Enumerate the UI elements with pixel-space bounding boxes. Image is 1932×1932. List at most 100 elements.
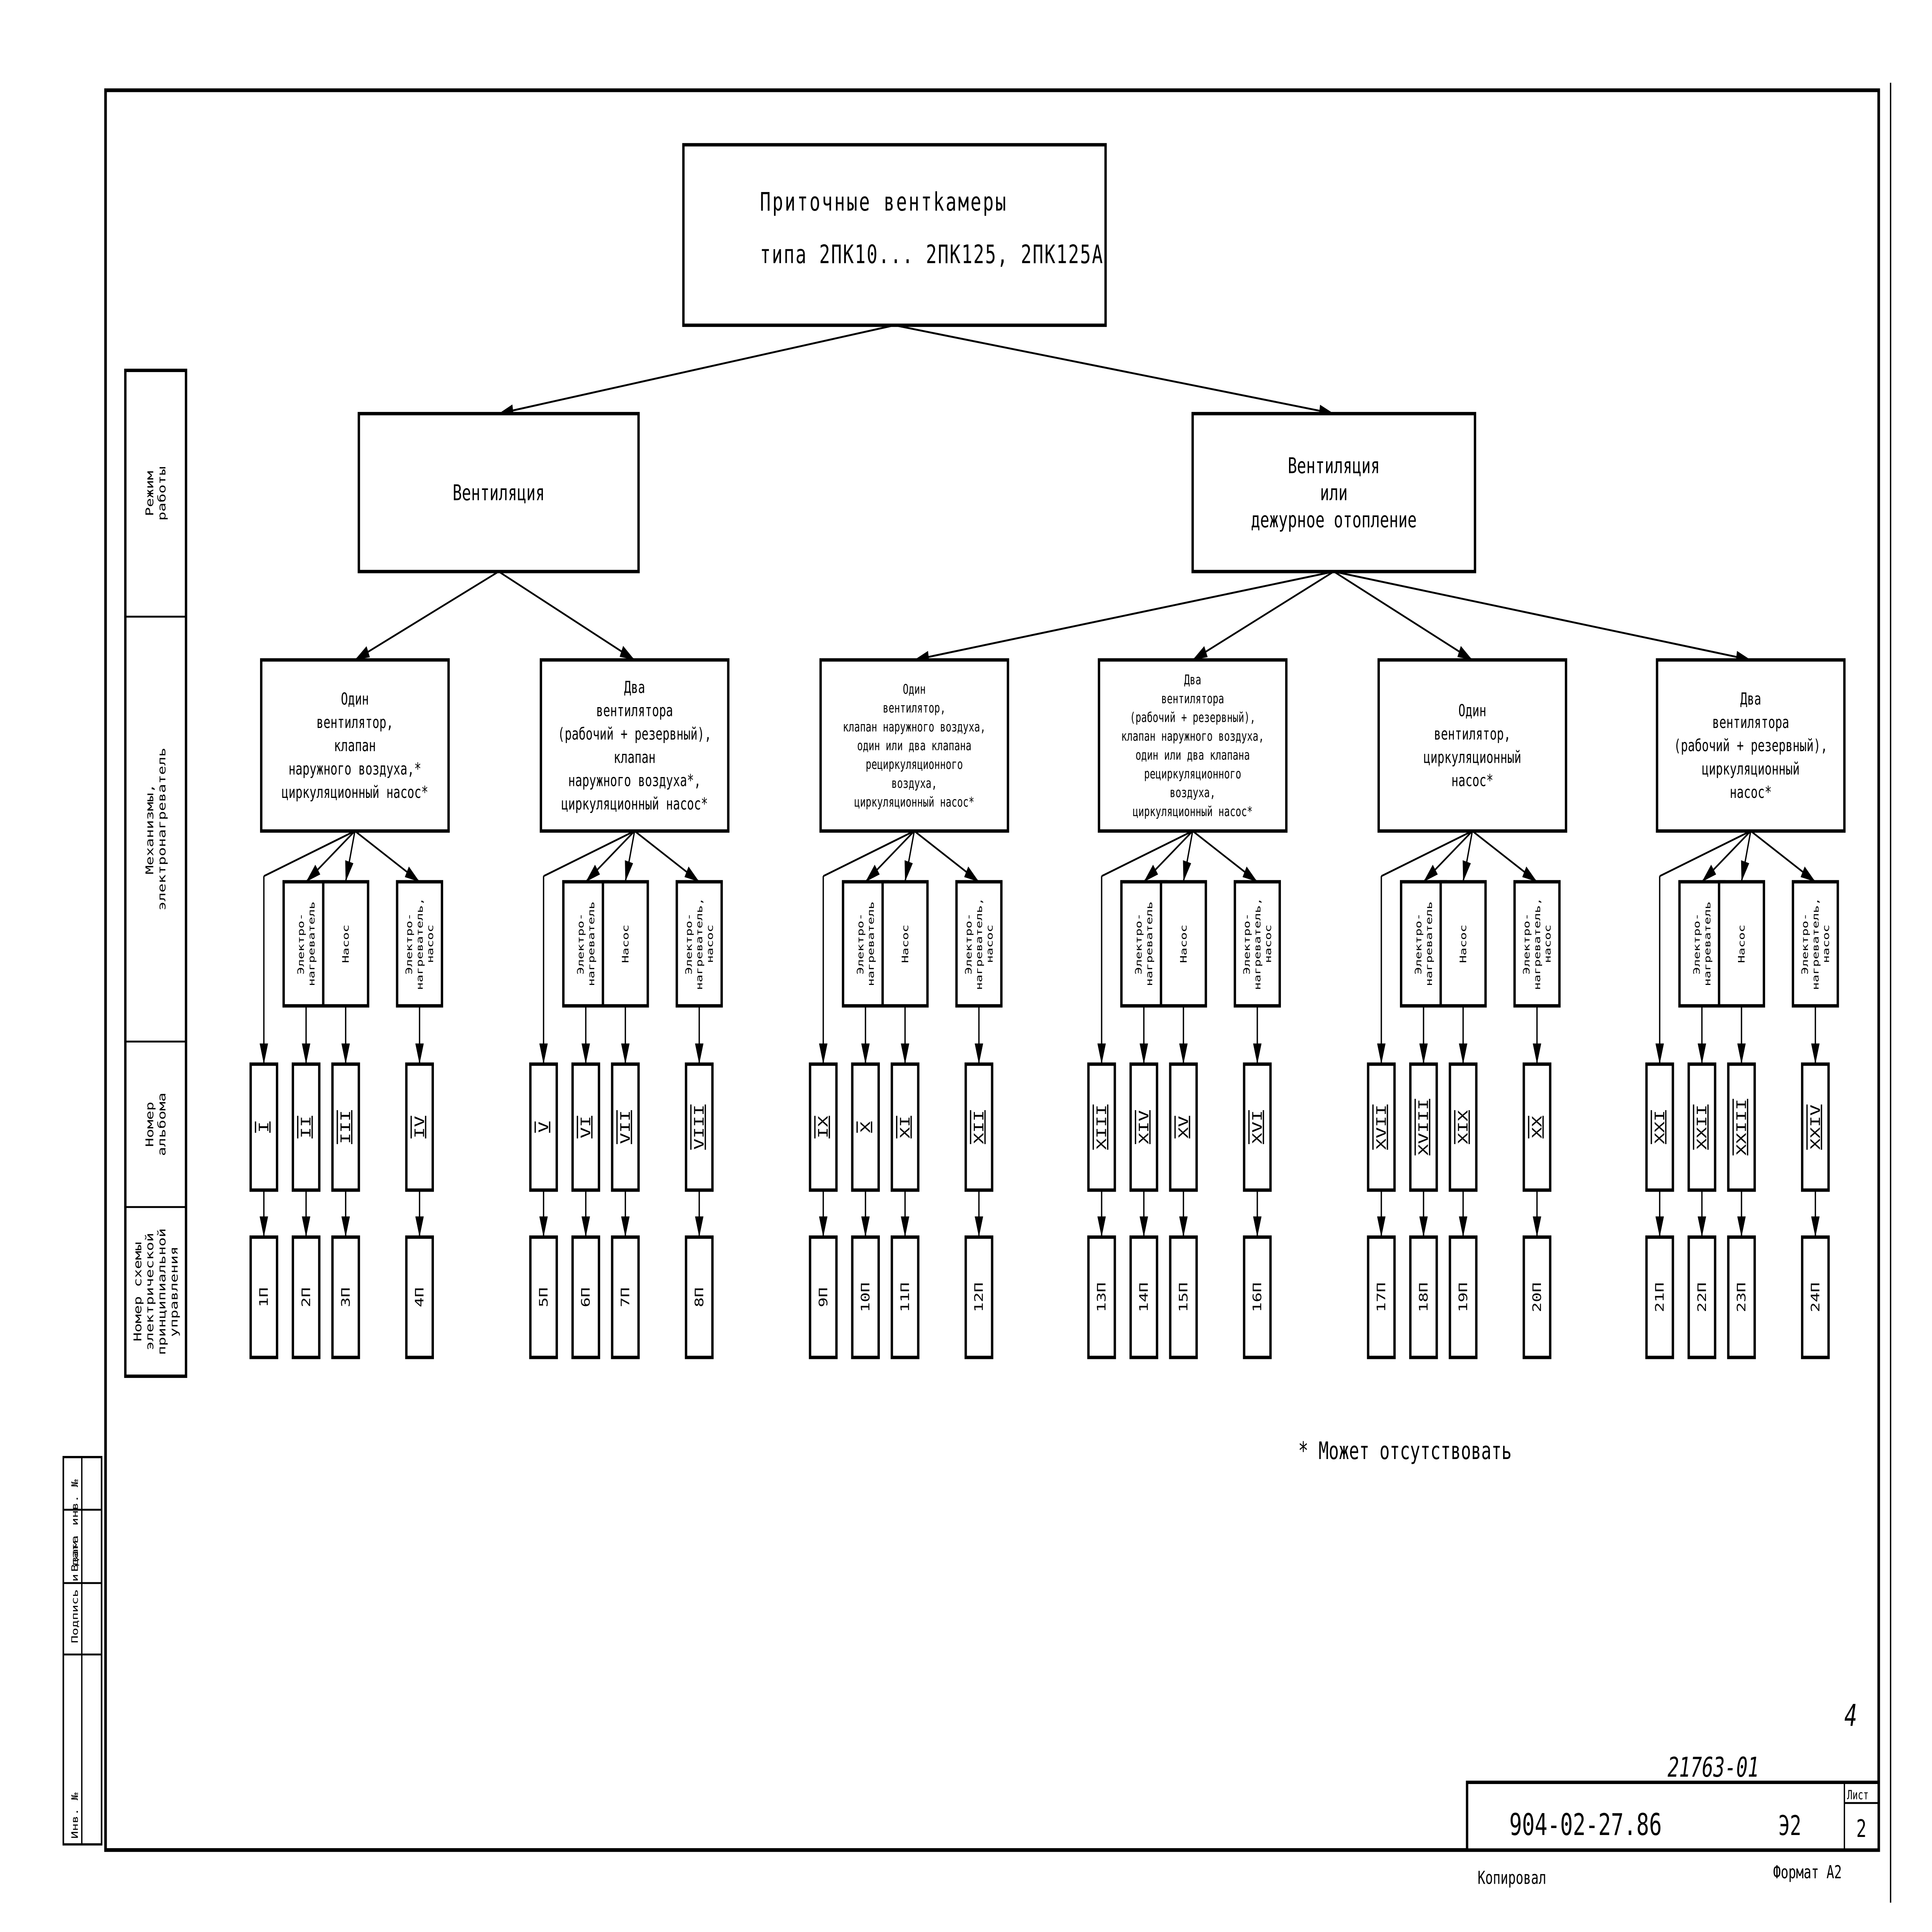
mechanism-box	[602, 880, 649, 1008]
album-number: VI	[578, 1116, 594, 1139]
arrow-configuration-to-mechanism-head	[405, 866, 420, 882]
scheme-box	[611, 1235, 640, 1359]
album-number: XIX	[1455, 1110, 1471, 1144]
scheme-number: 16П	[1251, 1282, 1264, 1312]
configuration-label: воздуха,	[1170, 785, 1215, 801]
mechanism-label: Насос	[1458, 925, 1469, 963]
side-stamp: Инв. № Подпись и дата Взам. инв. №	[62, 1456, 102, 1846]
configuration-label: вентилятор,	[316, 713, 393, 732]
configuration-label: циркуляционный	[1423, 748, 1521, 767]
row-label-frame	[124, 369, 187, 1378]
scheme-number: 14П	[1137, 1282, 1151, 1312]
arrow-mode-to-configuration-head	[1192, 646, 1208, 660]
configuration-label: рециркуляционного	[866, 757, 963, 773]
row-label-scheme: принципиальной	[156, 1228, 168, 1355]
configuration-label: циркуляционный насос*	[282, 783, 429, 802]
configuration-label: циркуляционный насос*	[1133, 804, 1253, 820]
mode-label: Вентиляция	[1288, 454, 1380, 479]
mechanism-box	[881, 880, 929, 1008]
configuration-box	[819, 658, 1009, 833]
scheme-number: 6П	[579, 1287, 593, 1308]
arrow-configuration-to-album-head	[539, 1043, 548, 1064]
scheme-box	[571, 1235, 600, 1359]
scheme-box	[1522, 1235, 1551, 1359]
mechanism-box	[322, 880, 369, 1008]
direct-branch-line	[264, 830, 355, 877]
arrow-configuration-to-mechanism-head	[1801, 866, 1816, 882]
direct-branch-line	[1101, 830, 1193, 877]
root-box	[682, 143, 1107, 327]
scheme-box	[685, 1235, 714, 1359]
mechanism-label: Электро-	[855, 913, 866, 975]
album-number: XIV	[1136, 1110, 1151, 1144]
scheme-box	[1727, 1235, 1756, 1359]
album-box	[1449, 1062, 1478, 1192]
mechanism-label: Электро-	[1242, 913, 1252, 975]
mode-label: или	[1320, 481, 1348, 506]
configuration-label: Один	[1458, 701, 1486, 720]
row-label-scheme: управления	[168, 1247, 180, 1337]
arrow-mechanism-to-album-head	[1253, 1043, 1262, 1064]
mode-box	[1191, 412, 1476, 573]
arrow-mode-to-configuration	[914, 570, 1334, 661]
album-box	[1243, 1062, 1272, 1192]
arrow-mode-to-configuration-head	[355, 646, 370, 660]
direct-branch-line	[1381, 830, 1473, 877]
scheme-number: 13П	[1095, 1282, 1109, 1312]
arrow-album-to-scheme-head	[1697, 1216, 1706, 1237]
album-box	[1409, 1062, 1438, 1192]
scheme-number: 21П	[1653, 1282, 1667, 1312]
arrow-configuration-to-mechanism-head	[1423, 864, 1438, 882]
album-box	[1522, 1062, 1551, 1192]
configuration-label: наружного воздуха,*	[289, 759, 422, 779]
side-stamp-signature-date: Подпись и дата	[70, 1536, 80, 1643]
drawing-frame	[104, 88, 1880, 1852]
mechanism-label: насос	[1821, 925, 1832, 963]
row-label-mode: работы	[156, 466, 168, 521]
scheme-box	[1367, 1235, 1396, 1359]
arrow-mechanism-to-album-head	[975, 1043, 983, 1064]
direct-branch-line	[543, 830, 635, 877]
arrow-configuration-to-album-head	[819, 1043, 828, 1064]
mechanism-box	[1120, 880, 1168, 1008]
mechanism-box	[1439, 880, 1487, 1008]
mode-box	[357, 412, 640, 573]
arrow-mode-to-configuration-head	[1457, 646, 1473, 660]
configuration-label: Один	[341, 689, 369, 709]
album-number: XV	[1176, 1116, 1191, 1139]
album-number: V	[536, 1121, 551, 1133]
album-box	[809, 1062, 838, 1192]
album-box	[1367, 1062, 1396, 1192]
configuration-label: вентилятора	[1712, 713, 1789, 732]
mechanism-box	[396, 880, 443, 1008]
album-number: XII	[971, 1110, 986, 1144]
album-box	[1727, 1062, 1756, 1192]
direct-branch-line	[1659, 830, 1751, 877]
mechanism-label: нагреватель,	[974, 898, 985, 990]
arrow-root-to-mode	[498, 324, 895, 415]
arrow-mode-to-configuration	[354, 570, 499, 661]
page-mark: 4	[1844, 1698, 1857, 1733]
scheme-number: 23П	[1735, 1282, 1748, 1312]
album-number: XI	[897, 1116, 913, 1139]
album-number: XXI	[1652, 1110, 1667, 1144]
copied-by-label: Копировал	[1478, 1867, 1546, 1888]
mechanism-label: Электро-	[1799, 913, 1810, 975]
arrow-mode-to-configuration	[1333, 570, 1473, 661]
album-box	[851, 1062, 880, 1192]
section-code: Э2	[1779, 1810, 1801, 1842]
arrow-mechanism-to-album-head	[901, 1043, 910, 1064]
mechanism-label: нагреватель	[586, 901, 597, 986]
mechanism-label: Насос	[1178, 925, 1189, 963]
configuration-box	[1377, 658, 1567, 833]
configuration-label: циркуляционный	[1702, 759, 1799, 779]
mechanism-label: Электро-	[963, 913, 974, 975]
